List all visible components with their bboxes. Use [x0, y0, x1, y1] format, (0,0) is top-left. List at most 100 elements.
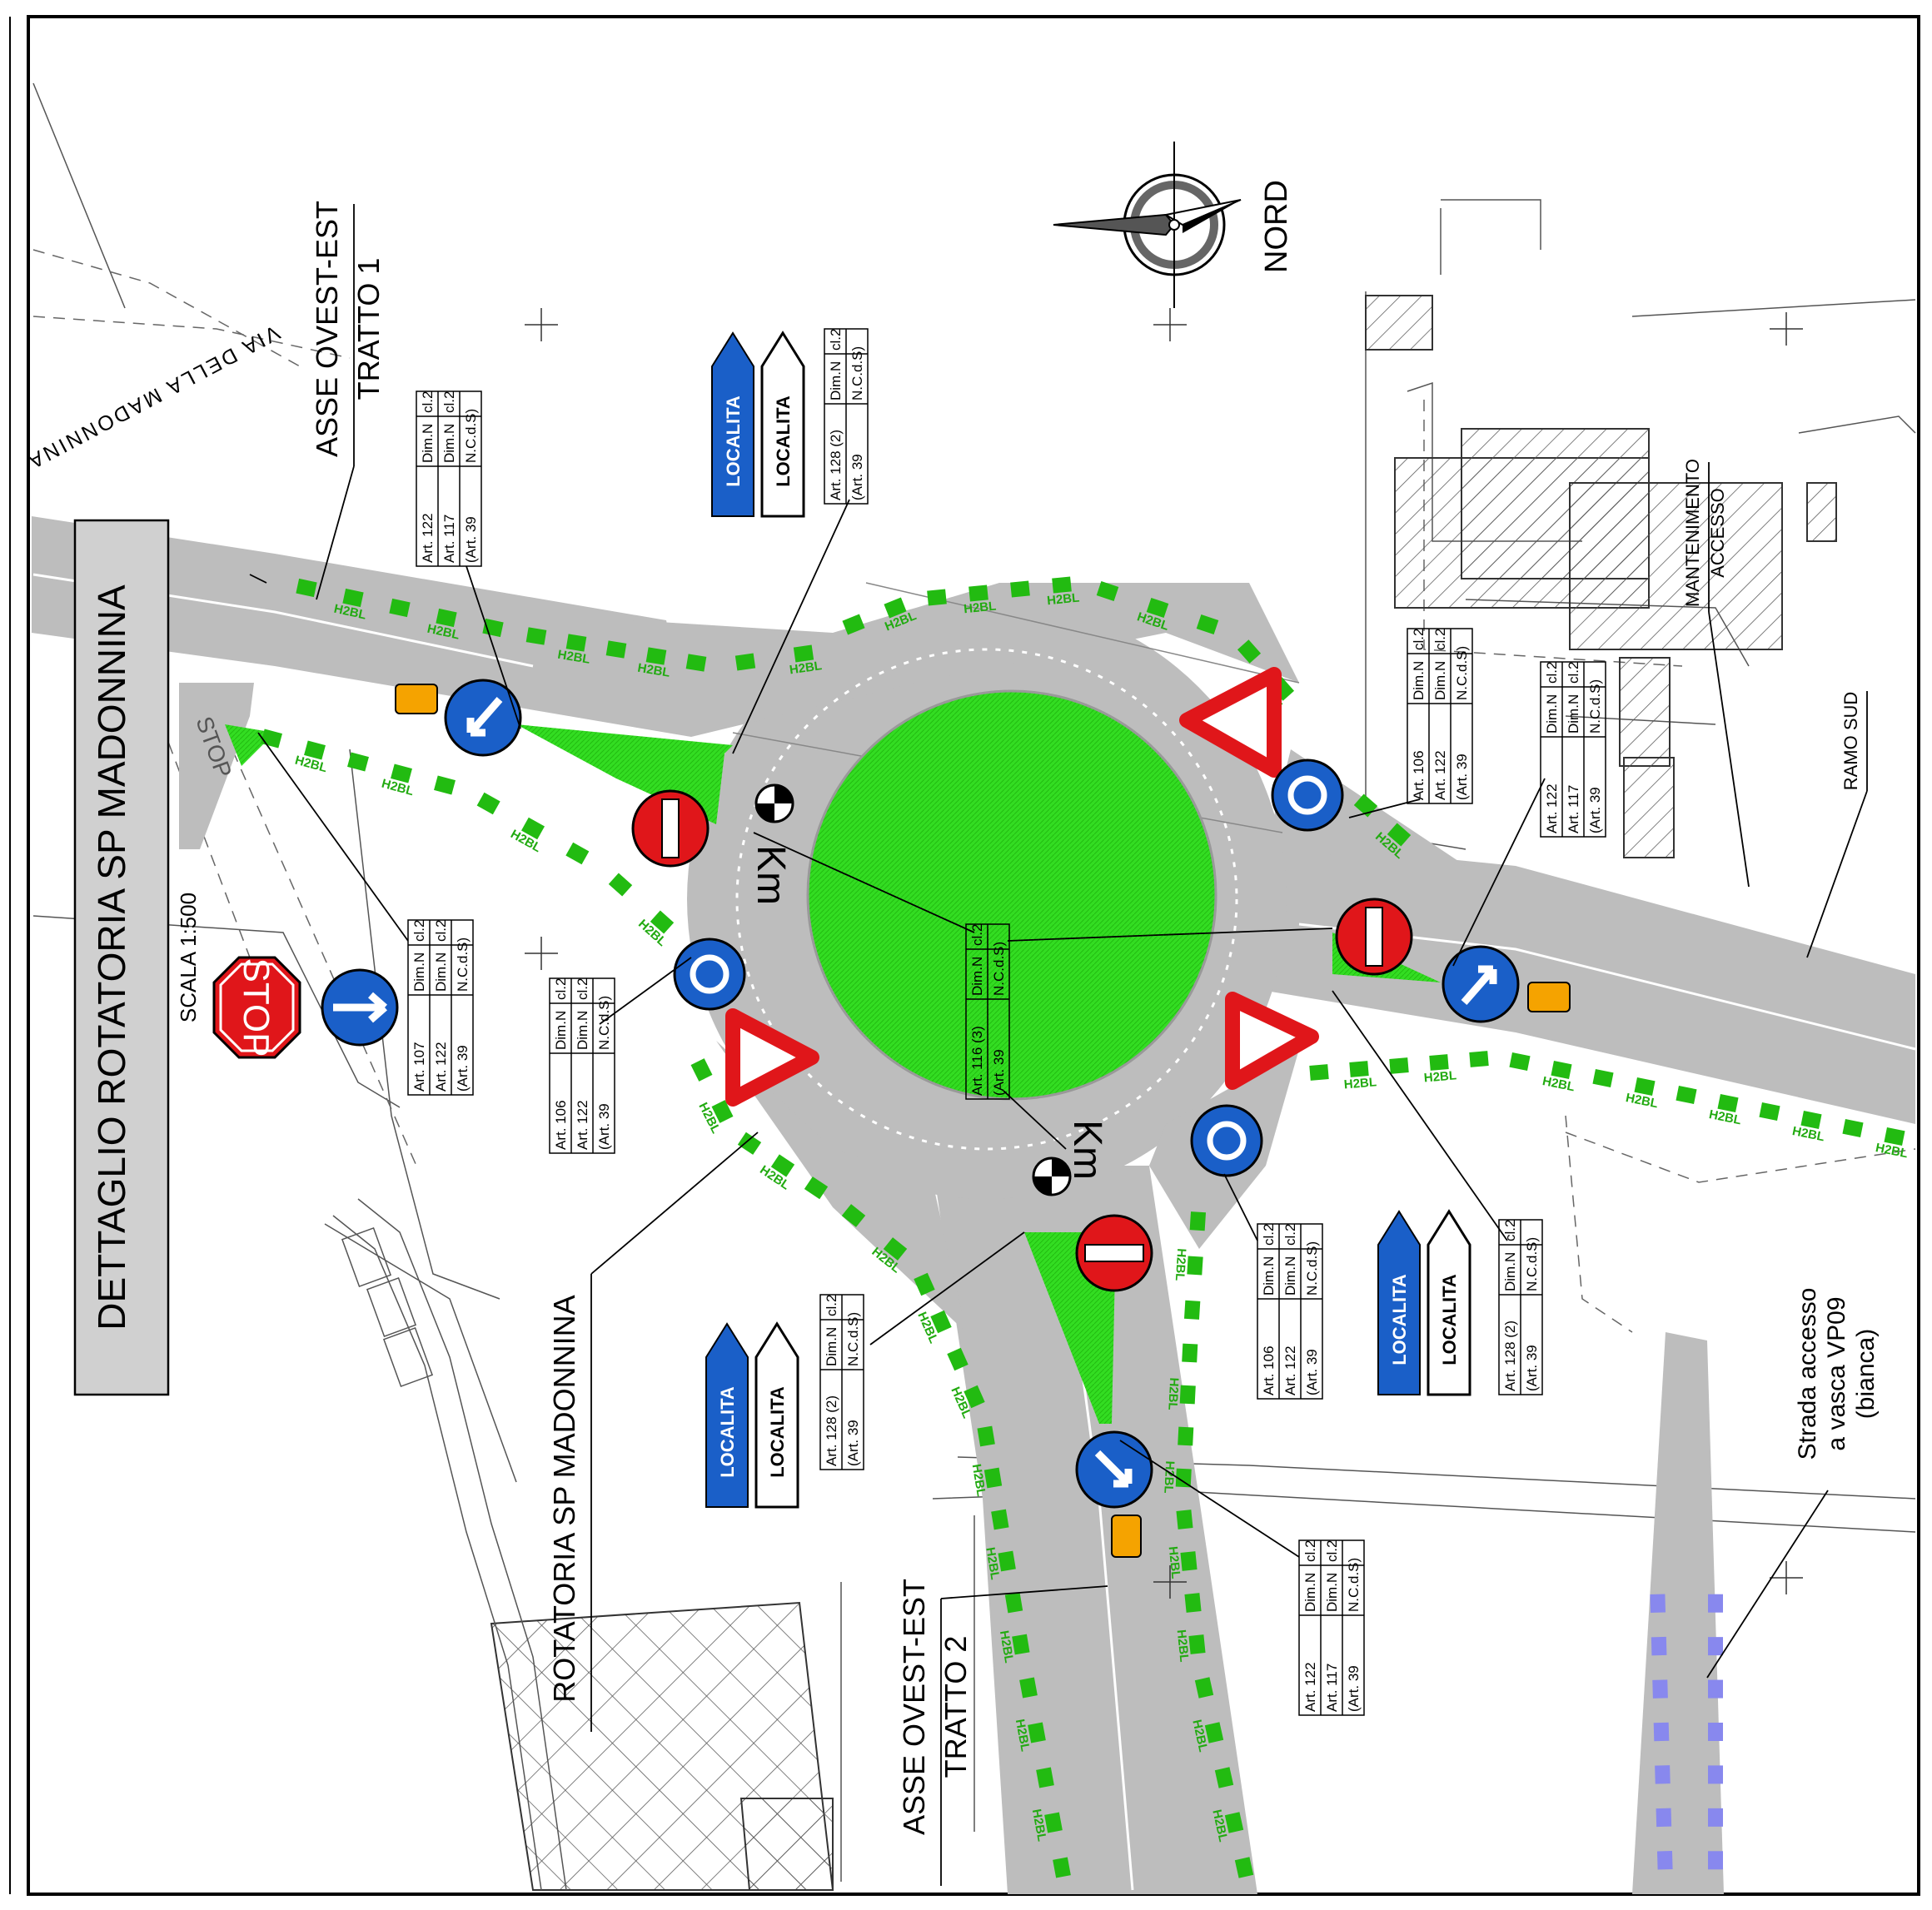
- edge-marker: [1655, 1765, 1671, 1784]
- edge-marker: [342, 588, 364, 608]
- localita-signs-southwest: LOCALITA LOCALITA: [705, 1321, 799, 1509]
- legend-cell: Dim.N: [575, 1011, 590, 1050]
- legend-cell: cl.2: [1324, 1540, 1340, 1562]
- legend-cell: Art. 116 (3): [969, 1026, 985, 1096]
- edge-marker: [1019, 1677, 1038, 1699]
- edge-marker: [884, 597, 907, 619]
- edge-marker: [1653, 1722, 1670, 1742]
- edge-marker: [525, 627, 547, 645]
- legend-cell: Dim.N: [1544, 694, 1560, 734]
- legend-cell: N.C.d.S): [1346, 1558, 1362, 1612]
- legend-cell: Art. 122: [433, 1042, 449, 1092]
- edge-marker: [1234, 1857, 1254, 1878]
- label-ramo-sud: RAMO SUD: [1806, 691, 1868, 958]
- legend-cell: N.C.d.S): [455, 938, 471, 992]
- edge-marker: [1053, 1857, 1071, 1878]
- h2bl-label: H2BL: [1625, 1091, 1660, 1111]
- give-way-sign-north: [1179, 667, 1282, 778]
- edge-marker: [1176, 1510, 1193, 1529]
- h2bl-label: H2BL: [1013, 1718, 1033, 1753]
- legend-cell: cl.2: [1432, 629, 1448, 650]
- edge-marker: [1012, 1634, 1030, 1655]
- edge-marker: [1708, 1637, 1723, 1656]
- edge-marker: [734, 653, 756, 671]
- legend-cell: (Art. 39: [845, 1420, 861, 1466]
- legend-cell: Art. 128 (2): [1502, 1321, 1518, 1391]
- svg-text:Km: Km: [749, 845, 793, 905]
- legend-cell: N.C.d.S): [1587, 679, 1603, 734]
- edge-marker: [645, 647, 667, 665]
- legend-cell: Art. 122: [420, 513, 436, 563]
- roundabout-sign-south: [1190, 1104, 1263, 1177]
- grid-crosses: [525, 308, 1803, 1599]
- edge-marker: [434, 775, 456, 795]
- edge-marker: [1028, 1722, 1046, 1743]
- legend-cell: Dim.N: [1432, 661, 1448, 700]
- legend-cell: (Art. 39: [1304, 1349, 1320, 1395]
- delineator-west: [395, 684, 438, 714]
- stop-sign: STOP: [212, 956, 301, 1059]
- svg-text:LOCALITA: LOCALITA: [773, 395, 794, 487]
- no-entry-sign-south: [1075, 1214, 1153, 1292]
- legend-cell: N.C.d.S): [845, 1312, 861, 1366]
- label-asse-tratto1: ASSE OVEST-EST TRATTO 1: [249, 201, 386, 600]
- legend-cell: Dim.N: [553, 1011, 569, 1050]
- legend-cell: N.C.d.S): [1304, 1241, 1320, 1296]
- keep-left-sign-west: [444, 679, 522, 757]
- north-label: NORD: [1259, 180, 1294, 273]
- legend-cell: cl.2: [1544, 662, 1560, 684]
- svg-text:ACCESSO: ACCESSO: [1707, 488, 1728, 578]
- legend-cell: (Art. 39: [1346, 1665, 1362, 1712]
- edge-marker: [1204, 1722, 1224, 1743]
- label-mantenimento: MANTENIMENTO ACCESSO: [1682, 459, 1750, 888]
- edge-marker: [1389, 1057, 1409, 1074]
- h2bl-label: H2BL: [1046, 591, 1080, 609]
- h2bl-label: H2BL: [1875, 1141, 1910, 1161]
- edge-marker: [914, 1272, 935, 1296]
- edge-marker: [1842, 1119, 1864, 1137]
- legend-cell: Art. 122: [1302, 1662, 1318, 1712]
- legend-cell: Dim.N: [1302, 1573, 1318, 1612]
- edge-marker: [947, 1347, 968, 1371]
- straight-ahead-sign: [321, 968, 399, 1047]
- legend-cell: Dim.N: [1566, 694, 1581, 734]
- edge-marker: [1884, 1127, 1905, 1146]
- km-marker-south: Km: [1032, 1120, 1109, 1196]
- h2bl-label: H2BL: [1423, 1068, 1456, 1085]
- legend-cell: (Art. 39: [849, 454, 865, 500]
- legend-cell: Art. 117: [1566, 785, 1581, 833]
- give-way-sign-east: [1225, 992, 1319, 1090]
- legend-cell: cl.2: [824, 1295, 839, 1316]
- h2bl-label: H2BL: [1541, 1074, 1576, 1094]
- legend-cell: (Art. 39: [455, 1045, 471, 1092]
- legend-cell: cl.2: [1502, 1220, 1518, 1241]
- edge-marker: [1096, 580, 1119, 602]
- legend-cell: Art. 122: [1544, 783, 1560, 833]
- h2bl-label: H2BL: [1174, 1629, 1192, 1663]
- legend-cell: Art. 128 (2): [828, 430, 844, 500]
- h2bl-label: H2BL: [1343, 1075, 1377, 1092]
- edge-marker: [1309, 1064, 1329, 1081]
- legend-cell: N.C.d.S): [849, 346, 865, 400]
- edge-marker: [565, 842, 590, 865]
- edge-marker: [1188, 1634, 1206, 1654]
- h2bl-label: H2BL: [983, 1546, 1002, 1580]
- edge-marker: [650, 910, 675, 934]
- legend-cell: Dim.N: [1502, 1252, 1518, 1291]
- roundabout-sign-west: [673, 938, 746, 1011]
- label-strada-accesso: Strada accesso a vasca VP09 (bianca): [1706, 1288, 1880, 1679]
- buildings: [490, 295, 1837, 1891]
- h2bl-label: H2BL: [789, 659, 823, 677]
- svg-text:a vasca VP09: a vasca VP09: [1823, 1296, 1850, 1450]
- legend-cell: cl.2: [441, 391, 457, 413]
- central-island: [806, 689, 1217, 1101]
- legend-cell: Dim.N: [433, 953, 449, 992]
- keep-left-sign-east: [1442, 945, 1520, 1023]
- h2bl-label: H2BL: [1173, 1248, 1188, 1281]
- legend-cell: N.C.d.S): [1454, 646, 1470, 700]
- edge-marker: [685, 654, 707, 672]
- legend-cell: Dim.N: [441, 424, 457, 463]
- legend-cell: Dim.N: [1324, 1573, 1340, 1612]
